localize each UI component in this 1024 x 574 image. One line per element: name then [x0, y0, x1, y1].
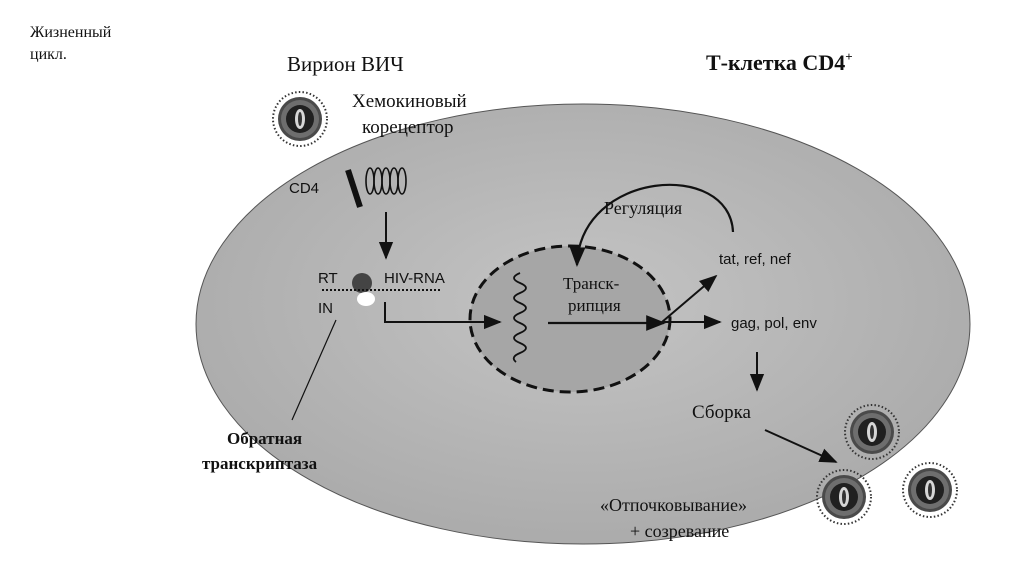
transcription-label-line-2: рипция — [568, 296, 621, 315]
assembly-label: Сборка — [692, 402, 752, 423]
rt-label: RT — [318, 270, 338, 287]
regulatory-genes-label: tat, ref, nef — [719, 251, 792, 268]
budding-label-line-1: «Отпочковывание» — [600, 495, 747, 515]
budding-label-line-2: + созревание — [630, 521, 729, 541]
regulation-label: Регуляция — [604, 198, 682, 218]
cd4-label: CD4 — [289, 180, 319, 197]
virion-label: Вирион ВИЧ — [287, 52, 404, 76]
regulatory-branch-arrow — [661, 274, 718, 323]
virion-icon — [902, 462, 958, 518]
structural-genes-label: gag, pol, env — [731, 315, 817, 332]
cell-label: Т-клетка CD4+ — [706, 49, 853, 75]
regulation-loop-arrow — [569, 183, 735, 267]
slide-title-line-2: цикл. — [30, 46, 67, 63]
chemokine-receptor-icon — [365, 167, 407, 195]
budding-arrow — [764, 429, 838, 463]
chemokine-label-line-2: корецептор — [362, 117, 454, 138]
rna-coil-icon — [512, 272, 527, 363]
rt-protein-icon — [352, 273, 372, 293]
rt-enzyme-label-line-1: Обратная — [227, 429, 302, 448]
rt-enzyme-label-line-2: транскриптаза — [202, 454, 318, 473]
nucleus — [468, 244, 672, 394]
slide-title-line-1: Жизненный — [30, 24, 112, 41]
in-protein-icon — [357, 292, 375, 306]
virion-icon — [272, 91, 328, 147]
rt-pointer-line — [291, 319, 337, 421]
import-arrow — [384, 302, 502, 330]
transcription-label-line-1: Транск- — [563, 274, 620, 293]
chemokine-label-line-1: Хемокиновый — [352, 91, 467, 112]
hiv-rna-label: HIV-RNA — [384, 270, 445, 287]
in-label: IN — [318, 300, 333, 317]
cd4-receptor-icon — [345, 169, 363, 208]
slide-title: Жизненный цикл. — [30, 22, 111, 66]
